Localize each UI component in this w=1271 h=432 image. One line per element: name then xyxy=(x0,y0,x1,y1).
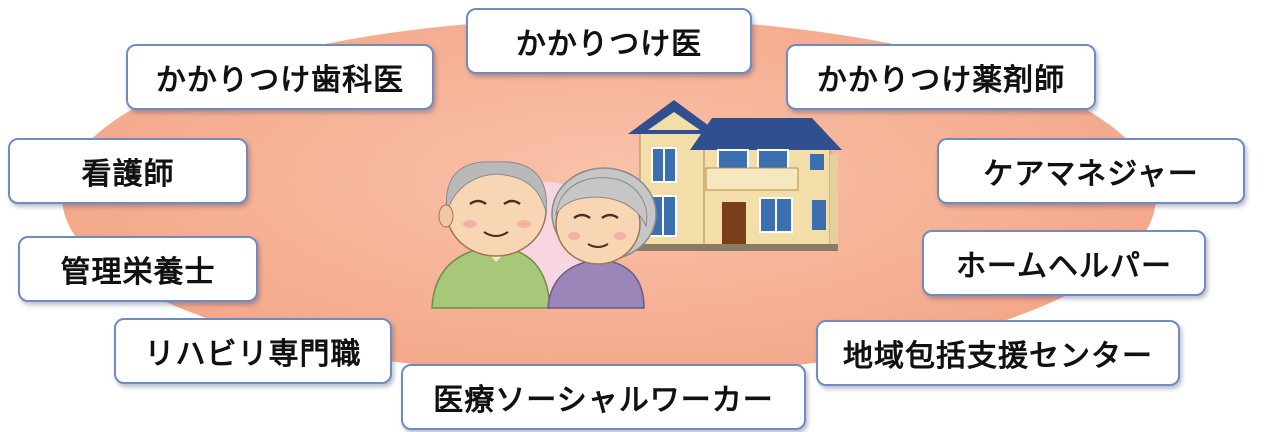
role-box-family-pharmacist: かかりつけ薬剤師 xyxy=(786,44,1096,110)
role-label: ケアマネジャー xyxy=(983,157,1199,192)
role-label: かかりつけ歯科医 xyxy=(155,63,405,98)
house-illustration xyxy=(628,100,842,251)
role-box-dietitian: 管理栄養士 xyxy=(18,236,258,302)
role-label: かかりつけ医 xyxy=(515,27,703,62)
elderly-couple-illustration xyxy=(431,161,657,309)
role-box-nurse: 看護師 xyxy=(8,138,248,204)
role-box-family-doctor: かかりつけ医 xyxy=(466,8,752,74)
role-box-care-manager: ケアマネジャー xyxy=(937,138,1245,204)
role-label: 地域包括支援センター xyxy=(843,339,1153,374)
role-label: ホームヘルパー xyxy=(955,249,1173,284)
role-box-medical-social-worker: 医療ソーシャルワーカー xyxy=(401,364,806,430)
role-label: 管理栄養士 xyxy=(60,255,216,290)
role-label: リハビリ専門職 xyxy=(144,337,362,372)
role-box-community-support-center: 地域包括支援センター xyxy=(816,320,1180,386)
role-label: かかりつけ薬剤師 xyxy=(816,63,1066,98)
role-label: 看護師 xyxy=(81,157,175,192)
role-label: 医療ソーシャルワーカー xyxy=(433,383,774,418)
role-box-family-dentist: かかりつけ歯科医 xyxy=(126,44,434,110)
role-box-home-helper: ホームヘルパー xyxy=(922,230,1206,296)
role-box-rehab-specialist: リハビリ専門職 xyxy=(114,318,392,384)
